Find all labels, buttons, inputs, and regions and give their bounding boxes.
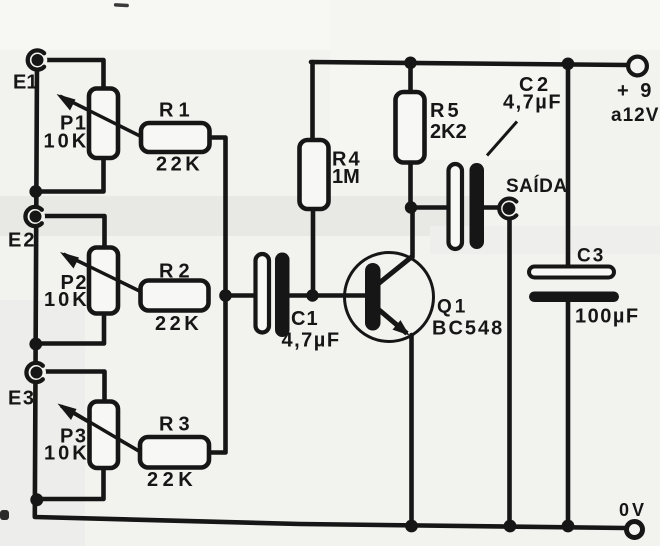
svg-text:C1: C1 xyxy=(291,308,319,330)
svg-text:BC548: BC548 xyxy=(432,318,504,340)
svg-text:0V: 0V xyxy=(619,500,647,520)
svg-text:22K: 22K xyxy=(147,469,197,491)
svg-text:R4: R4 xyxy=(332,149,362,171)
svg-text:E3: E3 xyxy=(8,388,35,410)
svg-text:2K2: 2K2 xyxy=(430,121,467,143)
svg-text:+ 9: + 9 xyxy=(617,80,654,102)
svg-text:R3: R3 xyxy=(159,414,195,436)
svg-text:P1: P1 xyxy=(60,113,87,135)
svg-text:R5: R5 xyxy=(430,100,462,122)
svg-text:10K: 10K xyxy=(44,443,90,465)
svg-text:Q1: Q1 xyxy=(437,297,468,318)
svg-text:R2: R2 xyxy=(159,261,195,283)
svg-text:P2: P2 xyxy=(61,272,88,294)
svg-text:a12V: a12V xyxy=(611,105,659,126)
svg-text:10K: 10K xyxy=(44,289,90,311)
svg-text:C2: C2 xyxy=(519,74,552,96)
svg-text:1M: 1M xyxy=(332,166,360,188)
svg-text:4,7µF: 4,7µF xyxy=(503,92,562,114)
svg-text:10K: 10K xyxy=(44,131,90,153)
svg-text:100µF: 100µF xyxy=(575,306,640,328)
svg-text:C3: C3 xyxy=(577,246,605,267)
svg-text:22K: 22K xyxy=(156,154,203,176)
svg-text:R1: R1 xyxy=(159,100,195,122)
svg-text:E2: E2 xyxy=(8,230,36,252)
svg-text:E1: E1 xyxy=(13,72,37,94)
svg-text:SAÍDA: SAÍDA xyxy=(506,175,568,197)
svg-text:4,7µF: 4,7µF xyxy=(282,330,341,352)
svg-text:22K: 22K xyxy=(155,313,202,335)
svg-text:P3: P3 xyxy=(60,426,87,448)
